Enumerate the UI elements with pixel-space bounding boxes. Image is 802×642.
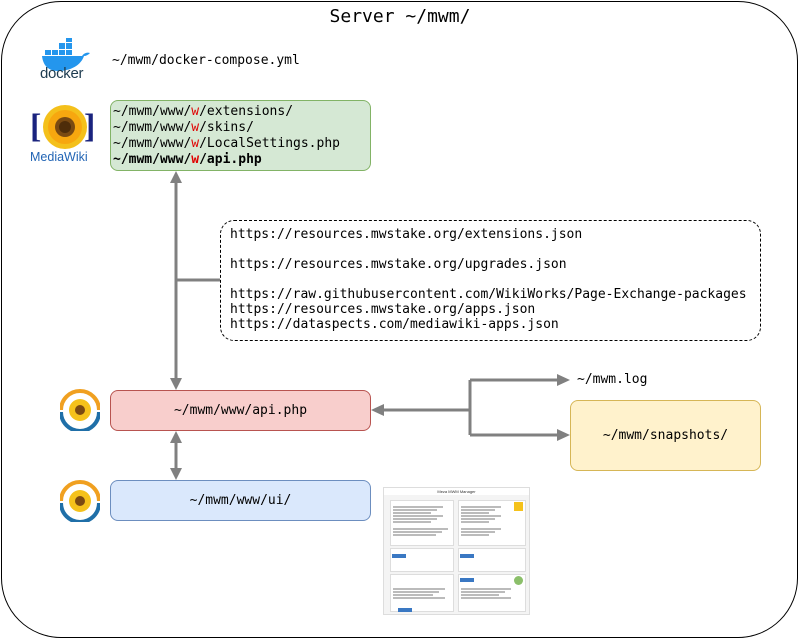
path-suffix: /api.php xyxy=(199,152,262,167)
path-prefix: ~/mwm/www/ xyxy=(113,152,192,167)
thumbnail-text-line xyxy=(461,597,511,599)
mwm-api-app-icon xyxy=(59,389,101,433)
mediawiki-path-line: ~/mwm/www/w/api.php xyxy=(113,152,370,168)
mwm-ui-label: ~/mwm/www/ui/ xyxy=(189,493,292,508)
path-suffix: /skins/ xyxy=(199,120,254,135)
thumbnail-text-line xyxy=(461,591,505,593)
mediawiki-path-line: ~/mwm/www/w/extensions/ xyxy=(113,104,370,120)
resource-url: https://resources.mwstake.org/upgrades.j… xyxy=(230,257,567,272)
resource-url: https://resources.mwstake.org/apps.json xyxy=(230,302,536,317)
arrowhead-right-snapshots xyxy=(557,429,570,441)
thumbnail-text-line xyxy=(461,518,495,520)
arrowhead-up-mediawiki xyxy=(170,171,182,183)
thumbnail-text-line xyxy=(461,531,495,533)
thumbnail-text-line xyxy=(393,512,431,514)
path-w-segment: w xyxy=(191,136,200,151)
thumbnail-text-line xyxy=(393,528,448,530)
path-prefix: ~/mwm/www/ xyxy=(113,136,192,151)
resource-url: https://raw.githubusercontent.com/WikiWo… xyxy=(230,287,747,302)
thumbnail-text-line xyxy=(393,531,442,533)
resource-url: https://resources.mwstake.org/extensions… xyxy=(230,227,583,242)
thumbnail-text-line xyxy=(461,512,489,514)
docker-compose-path: ~/mwm/docker-compose.yml xyxy=(112,53,300,68)
sunflower-ring-icon xyxy=(59,389,101,433)
thumbnail-text-line xyxy=(393,509,437,511)
arrowhead-down-api xyxy=(170,378,182,390)
docker-whale-icon xyxy=(42,38,90,71)
mediawiki-path-line: ~/mwm/www/w/skins/ xyxy=(113,120,370,136)
thumbnail-text-line xyxy=(461,515,501,517)
mediawiki-logo: [ ] MediaWiki xyxy=(29,103,101,167)
thumbnail-text-line xyxy=(393,518,437,520)
thumbnail-text-line xyxy=(393,588,445,590)
mediawiki-path-line: ~/mwm/www/w/LocalSettings.php xyxy=(113,136,370,152)
mediawiki-logo-text: MediaWiki xyxy=(30,150,88,164)
path-w-segment: w xyxy=(191,104,200,119)
arrowhead-right-log xyxy=(557,374,570,386)
mediawiki-paths-box: ~/mwm/www/w/extensions/~/mwm/www/w/skins… xyxy=(110,100,371,171)
mwm-api-label: ~/mwm/www/api.php xyxy=(173,403,308,418)
mwm-log-label: ~/mwm.log xyxy=(577,372,648,387)
thumbnail-text-line xyxy=(461,528,501,530)
ui-preview-heading: Meza MWM Manager xyxy=(437,489,476,494)
thumbnail-text-line xyxy=(461,509,495,511)
path-w-segment: w xyxy=(191,152,200,167)
resource-urls-box: https://resources.mwstake.org/extensions… xyxy=(220,220,761,341)
thumbnail-text-line xyxy=(393,521,431,523)
thumbnail-text-line xyxy=(393,506,443,508)
thumbnail-text-line xyxy=(393,594,433,596)
thumbnail-text-line xyxy=(393,534,436,536)
ui-screenshot-thumbnail: Meza MWM Manager xyxy=(383,487,530,615)
docker-logo: docker xyxy=(38,38,92,84)
path-prefix: ~/mwm/www/ xyxy=(113,104,192,119)
path-suffix: /extensions/ xyxy=(199,104,294,119)
thumbnail-text-line xyxy=(461,534,489,536)
arrowhead-left-api xyxy=(371,404,384,416)
thumbnail-text-line xyxy=(461,594,499,596)
mwm-ui-box: ~/mwm/www/ui/ xyxy=(110,480,371,521)
thumbnail-text-line xyxy=(393,597,445,599)
path-suffix: /LocalSettings.php xyxy=(199,136,340,151)
docker-logo-text: docker xyxy=(40,65,84,82)
path-prefix: ~/mwm/www/ xyxy=(113,120,192,135)
mwm-api-box: ~/mwm/www/api.php xyxy=(110,390,371,431)
svg-text:[: [ xyxy=(30,108,41,145)
path-w-segment: w xyxy=(191,120,200,135)
arrowhead-down-ui xyxy=(170,468,182,480)
snapshots-box: ~/mwm/snapshots/ xyxy=(570,400,761,471)
server-title: Server ~/mwm/ xyxy=(329,6,471,27)
svg-text:]: ] xyxy=(84,108,95,145)
resource-url: https://dataspects.com/mediawiki-apps.js… xyxy=(230,317,559,332)
snapshots-label: ~/mwm/snapshots/ xyxy=(602,428,729,443)
thumbnail-text-line xyxy=(461,588,511,590)
sunflower-ring-icon xyxy=(59,480,101,524)
thumbnail-text-line xyxy=(393,515,443,517)
arrowhead-up-api xyxy=(170,431,182,443)
mwm-ui-app-icon xyxy=(59,480,101,524)
mediawiki-sunflower-icon: [ ] xyxy=(30,105,95,149)
thumbnail-text-line xyxy=(461,506,501,508)
thumbnail-text-line xyxy=(393,591,439,593)
thumbnail-text-line xyxy=(461,521,489,523)
